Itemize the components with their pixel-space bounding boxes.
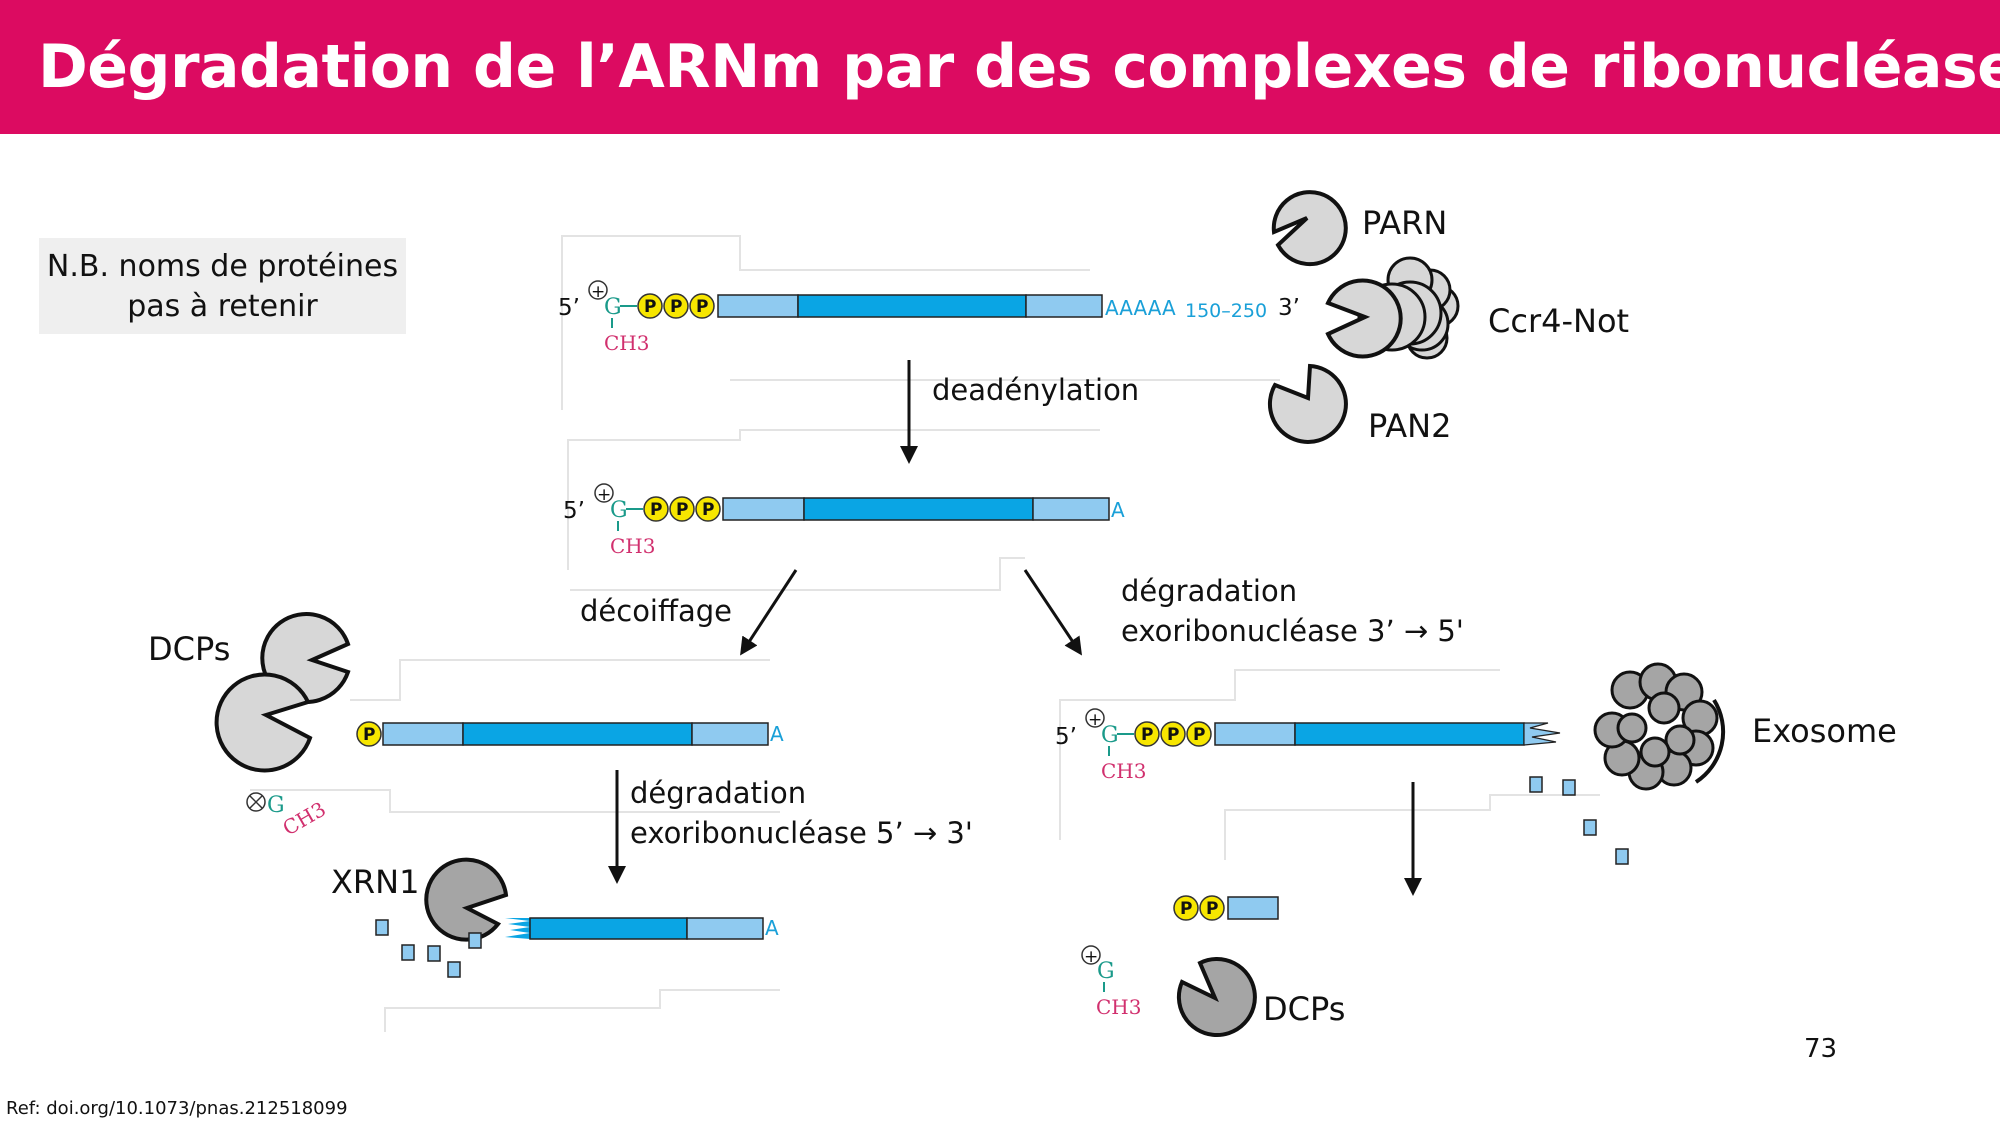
coding-region <box>797 294 1027 318</box>
cap-structure: + G CH3 <box>1085 708 1146 783</box>
mrna-full: 5’ + G CH3 P P P AAAAA 150–250 3’ <box>558 280 1300 355</box>
phosphate-2: P <box>1206 899 1218 919</box>
utr-3 <box>1025 294 1103 318</box>
coding-region <box>462 722 693 746</box>
coding-region <box>1294 722 1525 746</box>
methyl-label: CH3 <box>610 534 655 558</box>
nucleotide-fragments-right <box>1529 776 1629 865</box>
xrn1-enzyme: XRN1 <box>331 857 509 942</box>
pan2-label: PAN2 <box>1368 407 1451 445</box>
triphosphate: P P P <box>637 293 715 319</box>
ccr4-not-label: Ccr4-Not <box>1488 302 1629 340</box>
exosome-label: Exosome <box>1752 712 1897 750</box>
methyl-label: CH3 <box>279 797 330 841</box>
guanine-label: G <box>267 793 285 818</box>
triphosphate: P P P <box>643 496 721 522</box>
decapping-label: décoiffage <box>580 594 732 628</box>
deadenylation-label: deadénylation <box>932 373 1139 407</box>
phosphate-2: P <box>1167 725 1179 745</box>
mrna-remnant: P P <box>1173 895 1279 921</box>
phosphate-3: P <box>702 500 714 520</box>
mrna-decapped: P A <box>356 721 784 747</box>
five-prime-label: 5’ <box>563 498 585 524</box>
utr-3 <box>1032 497 1110 521</box>
deg-3to5-line2: exoribonucléase 3’ → 5' <box>1121 614 1464 648</box>
cap-structure: + G CH3 <box>594 483 655 558</box>
coding-region <box>529 917 688 940</box>
dcps-bottom-enzyme: DCPs <box>1176 957 1345 1038</box>
released-cap-bottom: + G CH3 <box>1081 945 1141 1019</box>
polya-tail: AAAAA <box>1105 296 1176 320</box>
arrow-decapping <box>740 569 798 656</box>
phosphate-1: P <box>363 725 375 745</box>
exosome-complex <box>1593 662 1726 791</box>
utr-5 <box>1214 722 1296 746</box>
guanine-label: G <box>1097 959 1115 984</box>
parn-label: PARN <box>1362 204 1447 242</box>
five-prime-label: 5’ <box>1055 724 1077 750</box>
guanine-label: G <box>1101 723 1119 748</box>
triphosphate: P P P <box>1134 721 1212 747</box>
released-cap: G CH3 <box>246 792 330 841</box>
phosphate-3: P <box>696 297 708 317</box>
cap-charge: + <box>591 282 605 302</box>
note-line-1: N.B. noms de protéines <box>46 249 399 284</box>
utr-3-degraded <box>1523 722 1561 746</box>
parn-enzyme: PARN <box>1271 190 1447 267</box>
phosphate-2: P <box>676 500 688 520</box>
xrn1-label: XRN1 <box>331 863 419 901</box>
deg-5to3-line2: exoribonucléase 5’ → 3' <box>630 816 973 850</box>
cap-charge: + <box>1088 710 1102 730</box>
page-number: 73 <box>1804 1034 1838 1064</box>
note-line-2: pas à retenir <box>127 289 318 324</box>
phosphate-3: P <box>1193 725 1205 745</box>
utr-3 <box>691 722 769 746</box>
mrna-xrn1-degrading: A <box>505 916 779 940</box>
methyl-label: CH3 <box>604 331 649 355</box>
deg-5to3-line1: dégradation <box>630 776 806 810</box>
dcps-left-label: DCPs <box>148 630 230 668</box>
slide-title: Dégradation de l’ARNm par des complexes … <box>38 32 2000 102</box>
cap-charge: + <box>1084 947 1098 967</box>
methyl-label: CH3 <box>1101 759 1146 783</box>
polya-short: A <box>770 722 784 746</box>
methyl-label: CH3 <box>1096 995 1141 1019</box>
mrna-exosome-degrading: 5’ + G CH3 P P P <box>1055 708 1561 783</box>
arrow-3to5 <box>1023 569 1082 656</box>
note-box: N.B. noms de protéines pas à retenir <box>39 238 406 334</box>
utr-5 <box>717 294 799 318</box>
polya-short: A <box>1111 498 1125 522</box>
phosphate-1: P <box>644 297 656 317</box>
background-guides <box>250 235 1600 1032</box>
five-prime-label: 5’ <box>558 295 580 321</box>
three-prime-label: 3’ <box>1278 295 1300 321</box>
utr-3 <box>686 917 764 940</box>
mrna-deadenylated: 5’ + G CH3 P P P A <box>563 483 1125 558</box>
phosphate-2: P <box>670 297 682 317</box>
utr-5 <box>1227 896 1279 920</box>
ccr4-not-enzyme: Ccr4-Not <box>1325 256 1629 360</box>
phosphate-1: P <box>1180 899 1192 919</box>
dcps-left-enzyme <box>214 612 351 773</box>
pan2-enzyme: PAN2 <box>1267 363 1451 445</box>
title-bar: Dégradation de l’ARNm par des complexes … <box>0 0 2000 134</box>
utr-5 <box>722 497 805 521</box>
guanine-label: G <box>610 498 628 523</box>
phosphate-1: P <box>650 500 662 520</box>
guanine-label: G <box>604 295 622 320</box>
polya-length: 150–250 <box>1185 300 1267 322</box>
cap-structure: + G CH3 <box>588 280 649 355</box>
nucleotide-fragments-left <box>375 919 482 978</box>
dcps-bottom-label: DCPs <box>1263 990 1345 1028</box>
deg-3to5-line1: dégradation <box>1121 574 1297 608</box>
phosphate-1: P <box>1141 725 1153 745</box>
cap-charge: + <box>597 485 611 505</box>
reference-text: Ref: doi.org/10.1073/pnas.212518099 <box>6 1098 348 1119</box>
coding-region <box>803 497 1034 521</box>
utr-5 <box>382 722 464 746</box>
polya-short: A <box>765 916 779 940</box>
